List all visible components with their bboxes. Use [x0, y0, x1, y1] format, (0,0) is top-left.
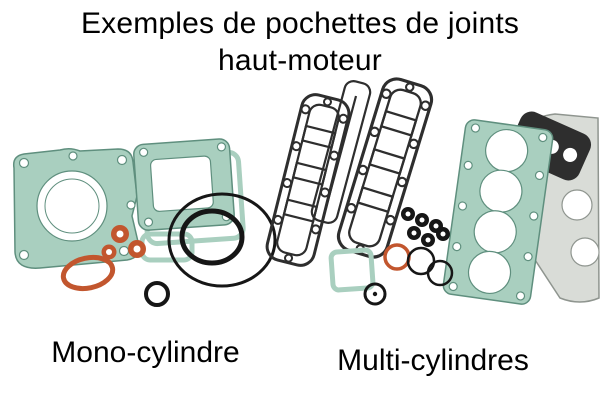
copper-washers	[101, 225, 146, 260]
caption-mono-cylindre: Mono-cylindre	[51, 336, 240, 369]
exhaust-o-rings	[144, 192, 277, 307]
cylinder-base-gasket	[133, 138, 246, 247]
page-title: Exemples de pochettes de joints haut-mot…	[0, 6, 600, 79]
mono-cylinder-gasket-set-illustration	[12, 138, 277, 307]
cylinder-head-gasket	[12, 147, 140, 269]
assorted-o-rings	[363, 243, 454, 306]
title-line-1: Exemples de pochettes de joints	[80, 7, 520, 40]
multi-cylinder-gasket-set-illustration	[262, 73, 600, 306]
title-line-2: haut-moteur	[218, 43, 382, 77]
oval-seal	[60, 254, 116, 292]
caption-multi-cylindres: Multi-cylindres	[337, 344, 529, 377]
small-square-gasket	[328, 247, 376, 293]
rubber-grommets	[401, 207, 450, 247]
four-cylinder-head-gasket	[442, 119, 554, 305]
